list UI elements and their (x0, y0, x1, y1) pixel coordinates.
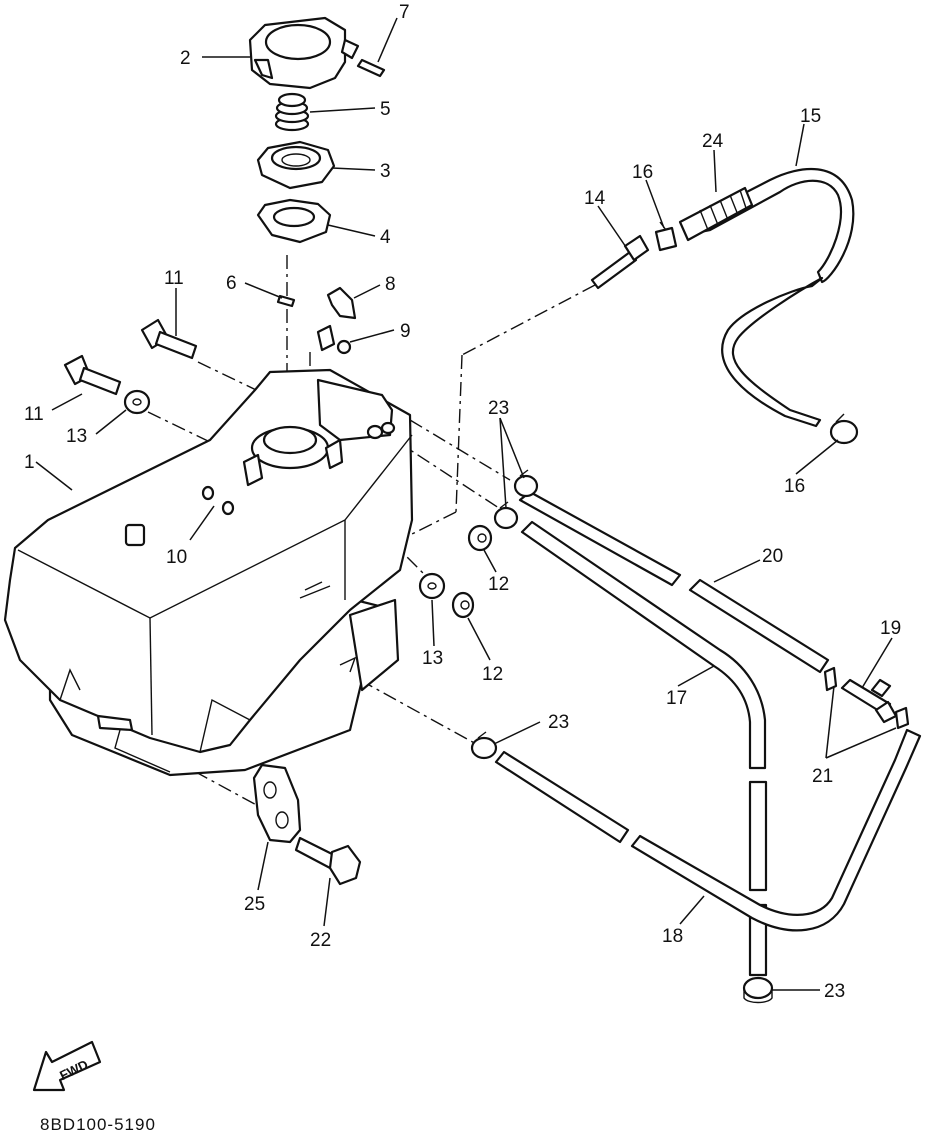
callout-16-upper: 16 (632, 162, 653, 183)
tank (3, 368, 414, 777)
callout-20: 20 (762, 546, 783, 567)
callout-18: 18 (662, 926, 683, 947)
callout-22: 22 (310, 930, 331, 951)
callout-12-lower: 12 (482, 664, 503, 685)
callout-19: 19 (880, 618, 901, 639)
bolt-11-lower (63, 354, 122, 396)
clamp-23-upper-a (513, 469, 539, 498)
bracket-25 (252, 763, 302, 844)
callout-5: 5 (380, 99, 391, 120)
spring-24 (678, 186, 754, 242)
nut-10 (201, 485, 235, 516)
grommet-12-upper (467, 524, 493, 552)
callout-3: 3 (380, 161, 391, 182)
nut-9 (316, 324, 352, 355)
callout-11-lower: 11 (24, 404, 44, 425)
hose-20 (518, 490, 830, 674)
fwd-arrow-icon: FWD (32, 1040, 102, 1092)
grommet-12-lower (451, 591, 475, 619)
callout-24: 24 (702, 131, 724, 152)
callout-25: 25 (244, 894, 265, 915)
washer-13-upper (123, 389, 151, 415)
callout-10: 10 (166, 547, 187, 568)
callout-1: 1 (24, 452, 35, 473)
leader-lines (35, 17, 897, 991)
clamp-23-middle (470, 731, 498, 760)
callout-12-upper: 12 (488, 574, 509, 595)
callout-6: 6 (226, 273, 237, 294)
callout-23-middle: 23 (548, 712, 569, 733)
clamp-21 (823, 666, 910, 730)
bolt-14 (590, 234, 650, 290)
spring-5 (274, 92, 310, 132)
pin-7 (356, 58, 386, 78)
callout-15: 15 (800, 106, 821, 127)
callout-2: 2 (180, 48, 191, 69)
bolt-22 (294, 836, 362, 886)
bolt-11-upper (140, 318, 198, 360)
callout-23-upper: 23 (488, 398, 509, 419)
clamp-16-lower (829, 413, 859, 445)
callout-7: 7 (399, 2, 410, 23)
callout-14: 14 (584, 188, 606, 209)
washer-13-lower (418, 572, 446, 600)
callout-4: 4 (380, 227, 391, 248)
callout-16-lower: 16 (784, 476, 805, 497)
pin-6 (276, 294, 296, 308)
clamp-23-lower (742, 976, 774, 1004)
hose-17 (520, 520, 768, 977)
clamp-23-upper-b (493, 501, 519, 530)
callout-9: 9 (400, 321, 411, 342)
clamp-16-upper (654, 221, 678, 252)
callout-11-upper: 11 (164, 268, 184, 289)
callouts: 2 7 5 3 4 6 8 9 11 11 13 1 10 12 13 12 1… (24, 2, 901, 1002)
joint-19 (840, 678, 898, 724)
hose-18 (494, 728, 922, 932)
gasket-4 (256, 198, 332, 244)
callout-13-lower: 13 (422, 648, 443, 669)
callout-21: 21 (812, 766, 833, 787)
callout-17: 17 (666, 688, 687, 709)
callout-13-upper: 13 (66, 426, 87, 447)
callout-23-lower: 23 (824, 981, 845, 1002)
clip-8 (326, 286, 357, 320)
seal-3 (256, 140, 336, 190)
callout-8: 8 (385, 274, 396, 295)
diagram-code: 8BD100-5190 (40, 1115, 156, 1134)
filler-cap (248, 16, 360, 90)
